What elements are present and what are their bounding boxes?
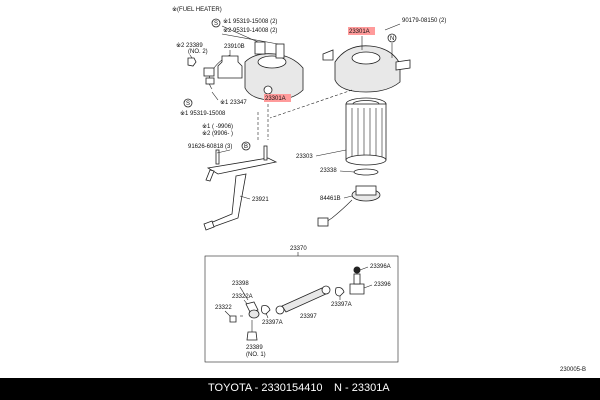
label-9906-after: ※2 (9906- ) [202,130,233,137]
filter-head-cap-right [351,51,381,65]
valve-cap-23396a [353,266,361,274]
bolt-23389-no2 [187,57,197,67]
footer-ref: N - 23301A [334,382,390,394]
footer-part-number: TOYOTA - 2330154410 [208,382,323,394]
label-23910b: 23910B [224,44,245,50]
bracket-leg-23921 [207,173,247,229]
sensor-wire [325,199,353,223]
fitting-23322 [229,315,237,323]
leader-23398 [239,286,249,301]
leader-95319-14008 [221,33,279,45]
leader-90179 [384,23,401,31]
label-23397: 23397 [300,314,317,320]
stud-2 [263,145,268,161]
label-23301a-right: 23301A [349,29,370,35]
label-23397a-right: 23397A [331,302,352,308]
callout-s-top-letter: S [214,21,218,27]
label-23397a-left: 23397A [262,320,283,326]
clip-23397a-left [261,305,271,315]
callout-s-lower-letter: S [186,101,190,107]
heater-connector [203,67,215,77]
diagram-code: 230005-B [560,367,586,373]
fitting-right-b [395,59,411,71]
callout-s-top [211,18,221,28]
label-9906-before: ※1 ( -9906) [202,123,233,130]
leader-84461b [343,195,353,199]
label-84461b: 84461B [320,196,341,202]
leader-23396a [359,266,369,271]
label-23398: 23398 [232,281,249,287]
bolt-head-left [263,85,273,95]
callout-n [387,33,397,43]
subassembly-box [204,255,399,363]
highlight-23301a-left [264,94,291,102]
bracket-top-plate [206,157,278,175]
label-91626: 91626-60818 (3) [188,144,232,150]
heater-23910b [217,55,243,79]
oring-23338 [353,168,379,176]
fitting-23398 [245,301,259,313]
callout-n-letter: N [390,36,394,42]
pipe-23397 [281,287,327,313]
leader-23397a-left [265,312,269,319]
stud-1 [215,149,220,165]
label-23347: ※1 23347 [220,99,247,106]
filter-bottom [345,154,387,166]
callout-b [241,141,251,151]
inlet-fitting-left [254,41,266,55]
fitting-23322a [248,309,260,319]
bolt-23389-no1 [246,331,258,341]
sensor-connector [317,217,329,227]
heater-connector-plug [205,77,215,85]
fuel-heater-header: ※(FUEL HEATER) [172,6,222,13]
leader-23303 [315,149,347,157]
label-23303: 23303 [296,154,313,160]
callout-s-lower [183,98,193,108]
label-23389-no1: 23389 [246,345,263,351]
bracket-foot [203,220,215,231]
callout-b-letter: B [244,144,248,150]
label-23338: 23338 [320,168,337,174]
sensor-body [355,185,377,196]
outlet-fitting-left [275,43,285,59]
label-23322: 23322 [215,305,232,311]
leader-23396 [363,284,373,289]
label-23921: 23921 [252,197,269,203]
priming-pump-left [244,53,304,101]
label-23322a: 23322A [232,294,253,300]
label-23389-no1-sub: (NO. 1) [246,352,266,358]
label-90179-08150: 90179-08150 (2) [402,18,446,24]
filter-element-23303 [345,103,387,161]
pipe-end-right [321,285,331,295]
dash-right-to-left [269,89,353,119]
label-95319-14008: ※2 95319-14008 (2) [223,27,277,34]
label-95319-15008-b: ※1 95319-15008 [180,110,226,117]
priming-pump-cap-left [257,55,287,69]
label-23301a-left: 23301A [265,96,286,102]
leader-23389 [189,54,193,59]
valve-23396 [349,283,365,295]
label-23370: 23370 [290,246,307,252]
leader-91626 [216,149,231,154]
bracket-tab [205,169,215,182]
leader-23347 [211,91,219,101]
label-23396a: 23396A [370,264,391,270]
filter-head-right [334,45,401,93]
footer-bar: TOYOTA - 2330154410 N - 23301A [0,378,600,400]
pipe-end-left [275,305,285,315]
label-95319-15008: ※1 95319-15008 (2) [223,18,277,25]
highlight-23301a-right [348,27,375,35]
leader-23921 [239,195,251,200]
fitting-right-a [322,49,334,61]
leader-23338 [339,170,355,173]
label-23389-no2-sub: (NO. 2) [188,49,208,55]
label-23389-no2: ※2 23389 [176,42,203,49]
valve-stem [353,273,361,285]
label-23396: 23396 [374,282,391,288]
clip-23397a-right [335,287,345,297]
